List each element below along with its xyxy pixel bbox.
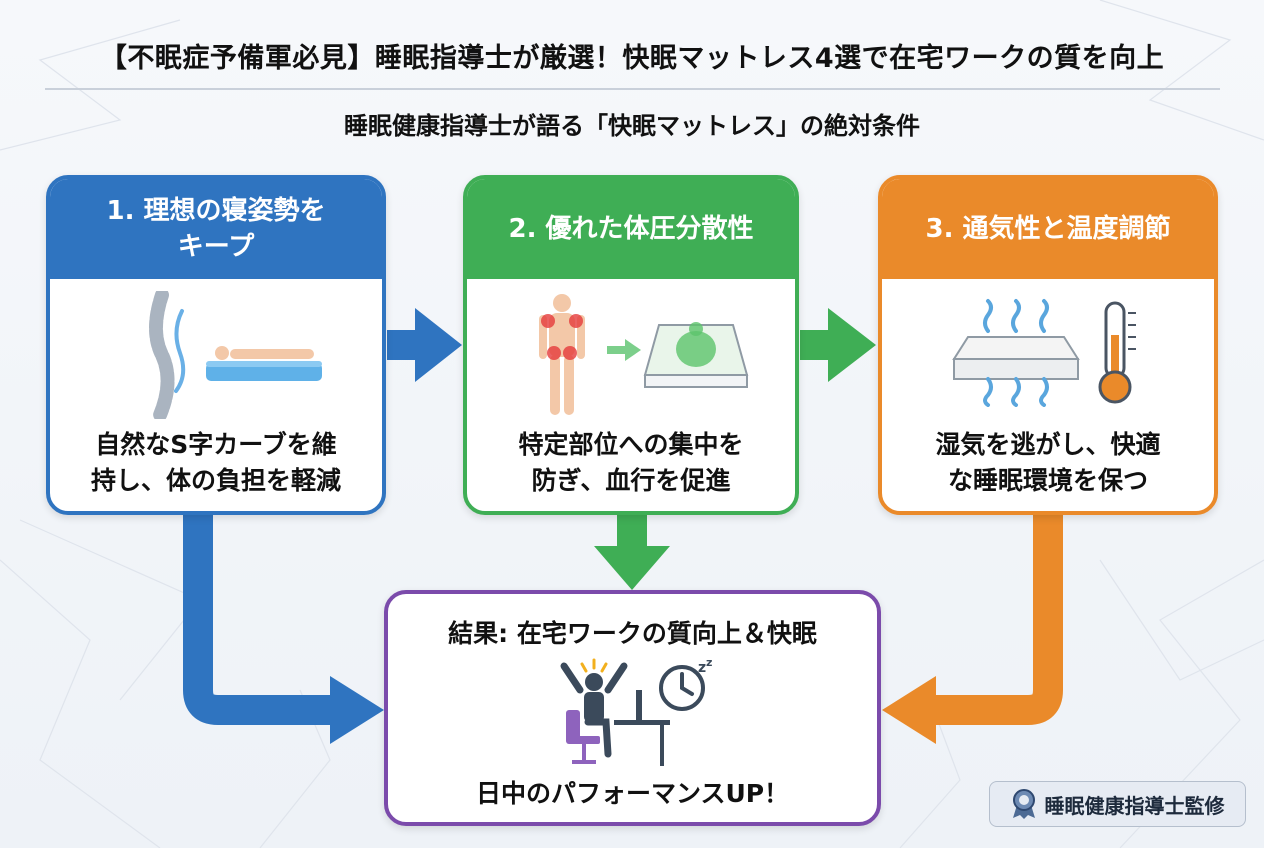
arrow-blue-right-head — [415, 308, 462, 382]
sleeping-person-on-mattress-icon — [206, 346, 322, 381]
card-heading: 1. 理想の寝姿勢を キープ — [50, 179, 382, 279]
result-title: 結果: 在宅ワークの質向上＆快眠 — [448, 619, 817, 648]
arrow-green-down-head — [594, 546, 670, 590]
arrow-orange-head — [882, 676, 936, 744]
breathable-mattress-icon — [952, 299, 1080, 407]
arrow-orange-to-result — [934, 515, 1063, 725]
page-title: 【不眠症予備軍必見】睡眠指導士が厳選！快眠マットレス4選で在宅ワークの質を向上 — [99, 43, 1165, 74]
small-arrow-icon — [607, 339, 641, 361]
arrow-green-right-head — [828, 308, 876, 382]
arrow-blue-right-shaft — [387, 330, 417, 360]
card-pressure-distribution: 2. 優れた体圧分散性 特定部位への集中を 防ぎ、血行を促進 — [463, 175, 799, 515]
card-heading: 3. 通気性と温度調節 — [882, 179, 1214, 279]
arrow-green-right-shaft — [800, 330, 830, 360]
card-ventilation-temperature: 3. 通気性と温度調節 湿気を逃がし、快適 な睡眠環境を保つ — [878, 175, 1218, 515]
mattress-even-pressure-icon — [643, 322, 749, 388]
spine-icon — [149, 291, 186, 419]
title-divider — [45, 88, 1220, 90]
svg-text:z: z — [706, 656, 712, 669]
card-description: 自然なS字カーブを維 持し、体の負担を軽減 — [90, 430, 341, 496]
thermometer-icon — [1098, 301, 1136, 404]
arrow-blue-head — [330, 676, 384, 744]
happy-worker-at-desk-icon — [560, 658, 670, 766]
card-description: 特定部位への集中を 防ぎ、血行を促進 — [518, 430, 744, 496]
arrow-blue-to-result — [183, 515, 332, 725]
result-footer: 日中のパフォーマンスUP！ — [475, 779, 790, 808]
card-description: 湿気を逃がし、快適 な睡眠環境を保つ — [935, 430, 1161, 496]
result-box: 結果: 在宅ワークの質向上＆快眠 z z 日中のパフォーマンスUP！ — [384, 590, 881, 826]
body-pressure-points-icon — [539, 294, 585, 415]
badge-label: 睡眠健康指導士監修 — [1044, 793, 1225, 818]
svg-text:z: z — [698, 660, 706, 676]
card-ideal-posture: 1. 理想の寝姿勢を キープ 自然なS字カーブを維 持し、体の負担を軽減 — [46, 175, 386, 515]
arrow-green-down-shaft — [617, 515, 647, 548]
award-ribbon-icon — [1012, 789, 1035, 819]
supervision-badge: 睡眠健康指導士監修 — [989, 781, 1246, 827]
page-subtitle: 睡眠健康指導士が語る「快眠マットレス」の絶対条件 — [344, 112, 920, 140]
clock-sleep-icon: z z — [659, 656, 712, 711]
card-heading: 2. 優れた体圧分散性 — [467, 179, 795, 279]
